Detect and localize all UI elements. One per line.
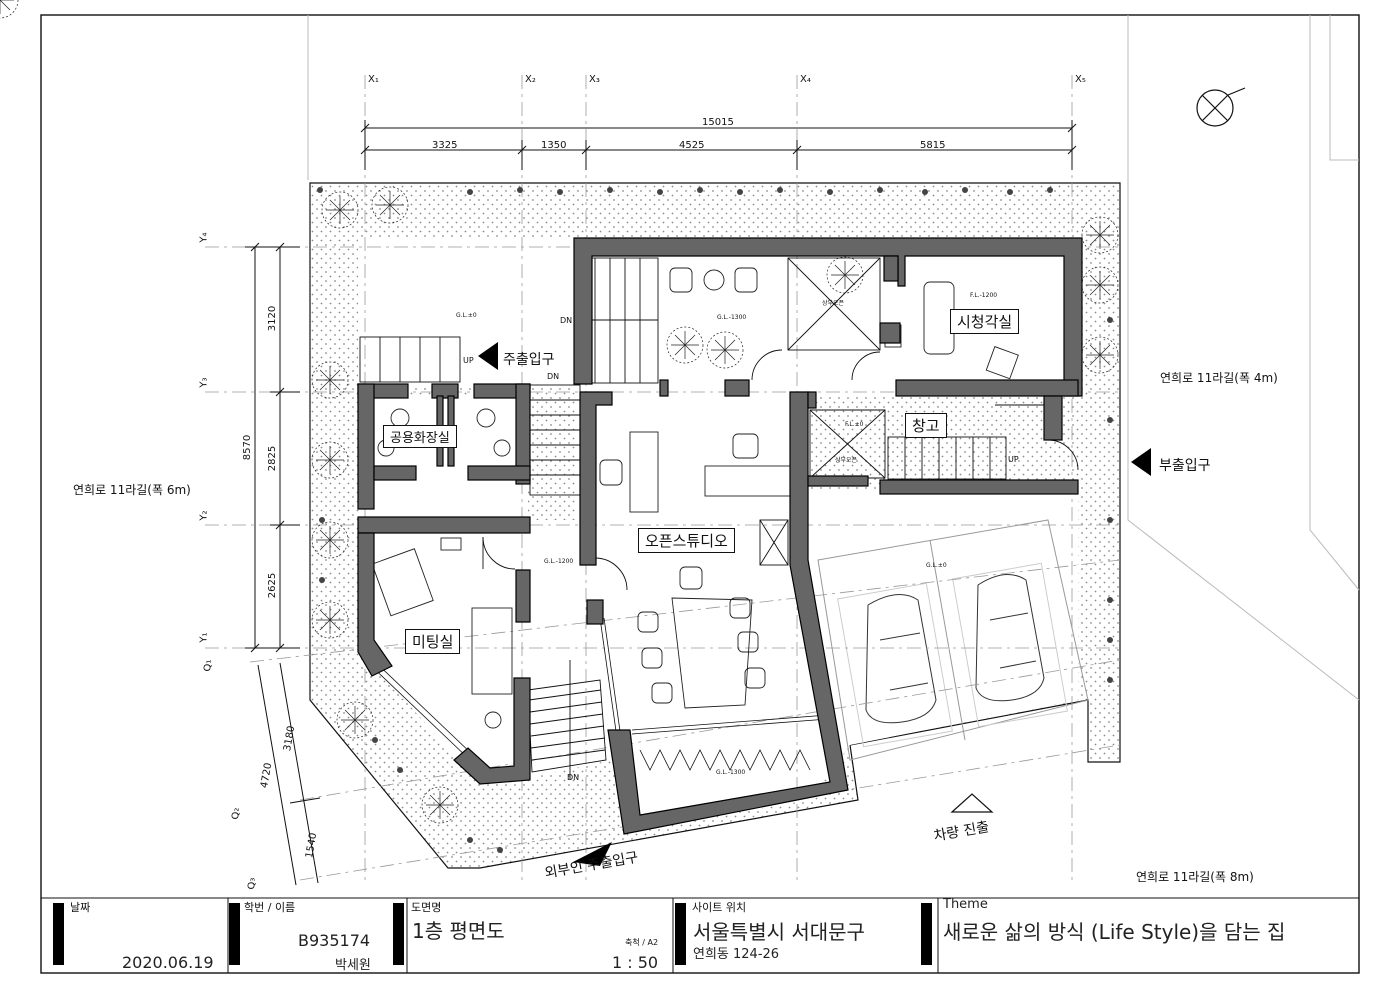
theme-value: 새로운 삶의 방식 (Life Style)을 담는 집	[943, 920, 1286, 944]
neighbor-lines	[307, 15, 1360, 701]
dim-span-1: 3325	[432, 140, 458, 151]
grid-label-x3: X₃	[589, 74, 600, 85]
road-label-south: 연희로 11라길(폭 8m)	[1136, 870, 1254, 884]
stair-down-mark: DN	[547, 372, 560, 381]
grid-label-q3: Q₃	[246, 877, 258, 890]
room-tag-meeting: 미팅실	[405, 629, 461, 654]
dim-span-4: 5815	[920, 140, 946, 151]
side-entrance-label: 부출입구	[1159, 458, 1211, 474]
grid-label-q1: Q₁	[202, 659, 214, 672]
date-label: 날짜	[70, 901, 91, 914]
stairs	[359, 257, 1007, 780]
stair-up-mark: UP	[463, 356, 474, 365]
room-tag-restroom: 공용화장실	[383, 425, 457, 448]
level-mark: F.L.±0	[845, 421, 864, 428]
grid-label-y4: Y₄	[198, 232, 210, 243]
site-address: 연희동 124-26	[693, 947, 780, 962]
outsider-entrance-arrow	[573, 842, 612, 866]
stair-down-mark: DN	[560, 316, 573, 325]
level-mark: F.L.-1200	[970, 292, 998, 299]
main-entrance-arrow	[478, 342, 498, 370]
level-mark: G.L.±0	[926, 562, 947, 569]
car-icon	[865, 574, 1045, 724]
furniture	[371, 267, 1019, 729]
title-block-frame	[41, 897, 1359, 973]
main-entrance-label: 주출입구	[503, 352, 555, 368]
student-name: 박세원	[335, 958, 371, 973]
trees	[0, 0, 1119, 824]
side-entrance-arrow	[1131, 448, 1151, 476]
level-mark: G.L.-1300	[716, 769, 746, 776]
road-label-east: 연희로 11라길(폭 4m)	[1160, 371, 1278, 385]
grid-label-x5: X₅	[1075, 74, 1086, 85]
student-id: B935174	[298, 931, 371, 950]
title-block-marker	[229, 903, 240, 965]
walls	[357, 237, 1083, 835]
room-tag-storage: 창고	[905, 413, 947, 438]
grid-label-q2: Q₂	[230, 807, 242, 820]
road-label-west: 연희로 11라길(폭 6m)	[73, 483, 191, 497]
void-label: 상부오픈	[835, 457, 858, 464]
title-block-marker	[53, 903, 64, 965]
dim-total-width: 15015	[702, 117, 734, 128]
drawing-name: 1층 평면도	[412, 919, 505, 943]
title-block-marker	[393, 903, 404, 965]
level-mark: G.L.-1200	[544, 558, 574, 565]
parking-area	[817, 519, 1089, 761]
left-dimensions	[245, 242, 321, 886]
grid-label-y2: Y₂	[198, 510, 210, 521]
entrance-arrows	[478, 342, 1151, 866]
date-value: 2020.06.19	[122, 953, 214, 972]
dim-span-2: 1350	[541, 140, 567, 151]
drawing-label: 도면명	[411, 901, 442, 914]
site-city: 서울특별시 서대문구	[693, 920, 865, 944]
dim-span-3: 4525	[679, 140, 705, 151]
dim-total-depth: 8570	[242, 434, 254, 461]
student-label: 학번 / 이름	[244, 901, 296, 914]
dim-left-1: 3120	[267, 305, 279, 332]
sheet-border	[40, 14, 1360, 974]
title-block-marker	[675, 903, 686, 965]
dim-left-2: 2825	[267, 445, 279, 472]
grid-label-y3: Y₃	[198, 377, 210, 388]
scale-value: 1 : 50	[612, 953, 659, 972]
dim-left-3: 2625	[267, 572, 279, 599]
top-dimensions	[360, 120, 1077, 170]
stair-down-mark: DN	[567, 773, 580, 782]
north-arrow-icon	[1196, 87, 1246, 127]
level-mark: G.L.-1300	[717, 314, 747, 321]
shrub-row	[317, 187, 1113, 853]
grid-label-x1: X₁	[368, 74, 379, 85]
stair-up-mark: UP	[1008, 455, 1019, 464]
void-label: 상부오픈	[822, 300, 845, 307]
vehicle-arrow-icon	[950, 793, 994, 813]
void-marks	[759, 257, 886, 566]
theme-label: Theme	[943, 897, 988, 912]
title-block-marker	[921, 903, 932, 965]
room-tag-theater: 시청각실	[950, 309, 1020, 334]
level-mark: G.L.±0	[456, 312, 477, 319]
room-tag-studio: 오픈스튜디오	[638, 528, 735, 553]
scale-label: 축척 / A2	[625, 938, 659, 947]
grid-label-x2: X₂	[525, 74, 536, 85]
site-label: 사이트 위치	[692, 901, 747, 914]
grid-label-x4: X₄	[800, 74, 811, 85]
grid-label-y1: Y₁	[198, 632, 210, 643]
